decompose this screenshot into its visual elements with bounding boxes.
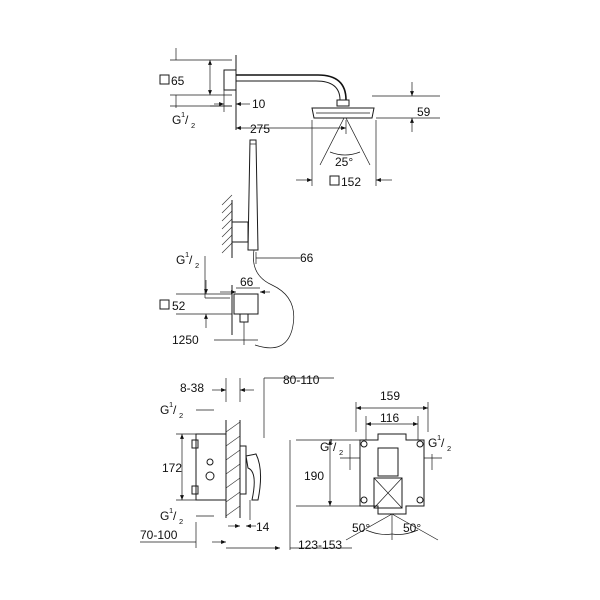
shower-hose — [253, 249, 295, 349]
hand-shower-view: 66 G 1 / 2 66 52 1250 — [159, 139, 314, 349]
mixer-front-view: 159 116 G 1 / 2 G 1 / 2 190 — [296, 389, 451, 541]
body-height-dim: 172 — [162, 461, 182, 475]
front-cartridge — [377, 447, 399, 477]
wall-flange — [223, 69, 237, 91]
wall-hatch-lower — [225, 421, 241, 517]
holder-offset-dim: 66 — [300, 251, 314, 265]
mixer-front-body — [359, 433, 425, 515]
lever-range-dim: 123-153 — [298, 538, 342, 552]
svg-text:/: / — [185, 113, 189, 127]
handshower-holder — [231, 221, 249, 243]
mixer-side-view: 8-38 80-110 G 1 / 2 172 — [140, 373, 352, 552]
svg-text:2: 2 — [179, 411, 183, 420]
concealed-body — [195, 433, 227, 501]
svg-text:1: 1 — [185, 250, 189, 259]
svg-text:/: / — [333, 440, 337, 454]
height-dim: 190 — [304, 469, 324, 483]
mixer-lever — [245, 453, 262, 501]
arm-joint — [336, 99, 350, 107]
wall-hatch-upper — [221, 194, 233, 254]
plaster-range-dim: 8-38 — [180, 381, 204, 395]
shower-arm — [236, 74, 347, 101]
svg-text:/: / — [189, 253, 193, 267]
thread-label: G — [172, 113, 181, 127]
front-diverter — [373, 477, 403, 509]
flange-square-dim: 65 — [171, 74, 185, 88]
head-height-dim: 59 — [417, 105, 431, 119]
plate-gap-dim: 14 — [256, 520, 270, 534]
angle-left-dim: 50° — [352, 521, 370, 535]
shower-arm-inner — [236, 80, 341, 101]
head-square-dim: 152 — [341, 175, 361, 189]
svg-text:G: G — [428, 436, 437, 450]
spray-line-left — [319, 117, 345, 166]
svg-text:1: 1 — [437, 433, 441, 442]
shower-head — [311, 107, 375, 119]
svg-text:1: 1 — [169, 506, 173, 515]
hose-length-dim: 1250 — [172, 333, 199, 347]
spray-angle-arc — [329, 151, 361, 156]
svg-text:2: 2 — [191, 121, 195, 130]
svg-text:2: 2 — [339, 448, 343, 457]
thread-label-hand: G — [176, 253, 185, 267]
svg-text:G: G — [160, 403, 169, 417]
square-symbol — [159, 74, 170, 85]
cover-plate — [239, 445, 247, 495]
overhead-shower-view: 65 G 1 / 2 10 275 59 25° 152 — [159, 48, 440, 189]
spray-angle-dim: 25° — [335, 155, 353, 169]
arm-length-dim: 275 — [250, 122, 270, 136]
cover-range-dim: 80-110 — [283, 373, 320, 387]
svg-text:G: G — [320, 440, 329, 454]
svg-text:G: G — [160, 509, 169, 523]
svg-text:2: 2 — [195, 261, 199, 270]
svg-text:/: / — [173, 403, 177, 417]
width-inner-dim: 116 — [380, 411, 399, 425]
svg-text:1: 1 — [169, 400, 173, 409]
hand-shower — [247, 139, 259, 251]
wall-outlet-elbow — [233, 293, 259, 315]
elbow-depth-dim: 66 — [240, 275, 254, 289]
wall-offset-dim: 10 — [252, 97, 266, 111]
spray-line-right — [345, 117, 371, 166]
install-depth-dim: 70-100 — [140, 528, 178, 542]
elbow-square-dim: 52 — [172, 299, 186, 313]
svg-text:/: / — [173, 509, 177, 523]
width-outer-dim: 159 — [380, 389, 400, 403]
svg-text:1: 1 — [181, 110, 185, 119]
svg-text:/: / — [441, 436, 445, 450]
svg-text:2: 2 — [447, 444, 451, 453]
angle-right-dim: 50° — [403, 521, 421, 535]
svg-text:2: 2 — [179, 517, 183, 526]
